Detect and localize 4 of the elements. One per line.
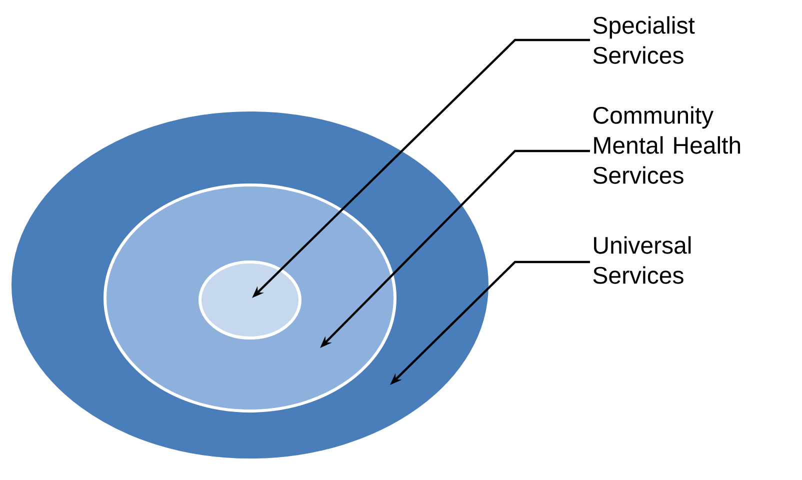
ring-region bbox=[198, 260, 302, 340]
label-text: Universal Services bbox=[593, 236, 691, 284]
label-text: Community Mental Health Services bbox=[593, 106, 740, 184]
label-text: Specialist Services bbox=[593, 16, 695, 64]
